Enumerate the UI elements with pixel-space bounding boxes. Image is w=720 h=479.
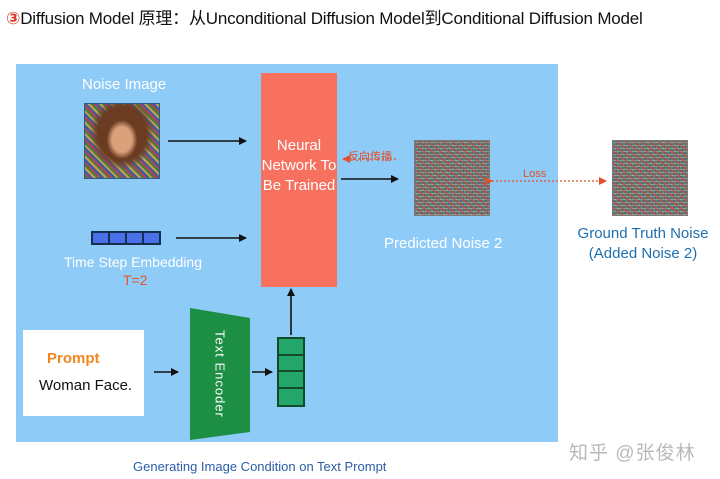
neural-network-box	[261, 73, 337, 287]
condition-cell	[279, 388, 303, 405]
title-text: Diffusion Model 原理：从Unconditional Diffus…	[20, 9, 643, 28]
diagram-title: ③Diffusion Model 原理：从Unconditional Diffu…	[6, 4, 643, 29]
text-condition-vector	[277, 337, 305, 407]
neural-network-label: Neural Network To Be Trained	[261, 137, 337, 194]
backprop-label: 反向传播	[348, 151, 392, 163]
condition-cell	[279, 355, 303, 372]
ground-truth-label: Ground Truth Noise (Added Noise 2)	[569, 224, 717, 264]
condition-cell	[279, 372, 303, 389]
noisy-face-image	[84, 103, 160, 179]
prompt-box	[23, 330, 144, 416]
title-number: ③	[6, 9, 21, 28]
time-step-embedding-label: Time Step Embedding	[64, 254, 202, 270]
ground-truth-noise-image	[612, 140, 688, 216]
figure-caption: Generating Image Condition on Text Promp…	[133, 459, 387, 474]
predicted-noise-label: Predicted Noise 2	[384, 235, 503, 252]
embedding-cell	[127, 233, 144, 243]
predicted-noise-image	[414, 140, 490, 216]
embedding-cell	[110, 233, 127, 243]
prompt-text: Woman Face.	[39, 377, 133, 394]
prompt-title: Prompt	[47, 350, 100, 367]
condition-cell	[279, 339, 303, 356]
ground-truth-line1: Ground Truth Noise	[577, 225, 709, 242]
noise-image-label: Noise Image	[82, 76, 167, 93]
ground-truth-line2: (Added Noise 2)	[588, 245, 698, 262]
time-step-value: T=2	[123, 272, 148, 288]
time-step-embedding-vector	[91, 231, 161, 245]
watermark: 知乎 @张俊林	[569, 443, 696, 464]
text-encoder-label: Text Encoder	[212, 330, 228, 418]
embedding-cell	[144, 233, 159, 243]
embedding-cell	[93, 233, 110, 243]
text-encoder-block	[190, 308, 250, 440]
